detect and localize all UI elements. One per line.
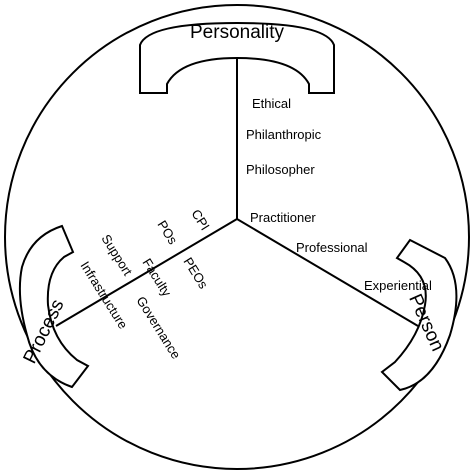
label-philanthropic: Philanthropic	[246, 127, 322, 142]
outer-circle	[4, 4, 470, 470]
label-faculty: Faculty	[139, 256, 174, 300]
process-arch	[18, 224, 90, 389]
label-experiential: Experiential	[364, 278, 432, 293]
label-governance: Governance	[133, 294, 183, 362]
spoke-person	[236, 218, 419, 327]
label-philosopher: Philosopher	[246, 162, 315, 177]
label-pos: POs	[154, 218, 180, 248]
spoke-process	[55, 218, 238, 327]
label-peos: PEOs	[180, 255, 211, 292]
label-ethical: Ethical	[252, 96, 291, 111]
label-practitioner: Practitioner	[250, 210, 316, 225]
label-cpi: CPI	[188, 207, 212, 233]
person-arch	[380, 238, 458, 392]
label-professional: Professional	[296, 240, 368, 255]
header-personality: Personality	[190, 22, 284, 43]
label-support: Support	[98, 232, 135, 279]
personality-arch	[139, 21, 335, 94]
